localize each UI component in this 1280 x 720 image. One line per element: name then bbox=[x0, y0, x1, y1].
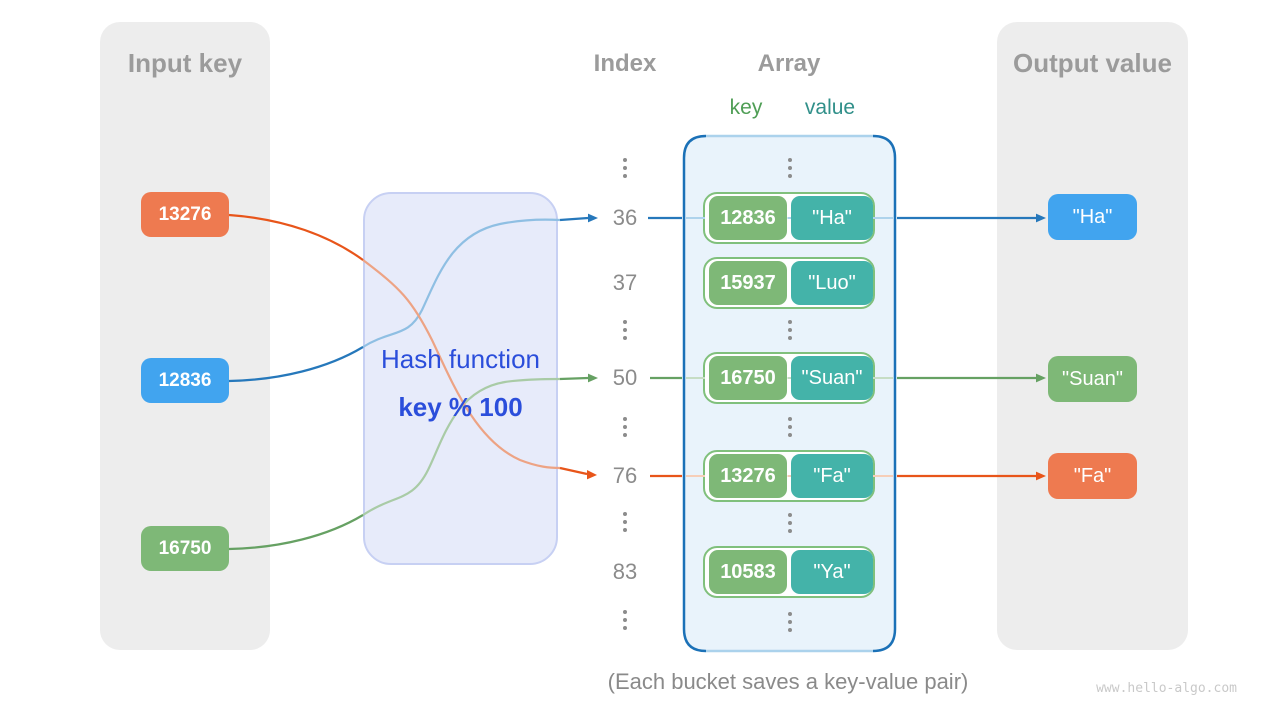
output-value-chip: "Fa" bbox=[1048, 453, 1137, 499]
arrow-hash-to-76 bbox=[559, 466, 588, 476]
input-key-chip: 12836 bbox=[141, 358, 229, 403]
ellipsis-dots bbox=[622, 158, 628, 178]
output-value-panel bbox=[997, 22, 1188, 650]
output-value-chip: "Suan" bbox=[1048, 356, 1137, 402]
hash-function-label: Hash function bbox=[381, 344, 540, 374]
bucket-value: "Suan" bbox=[791, 356, 873, 400]
bucket-value: "Ha" bbox=[791, 196, 873, 240]
bucket-key: 13276 bbox=[709, 454, 787, 498]
ellipsis-dots bbox=[787, 612, 793, 632]
input-key-chip: 13276 bbox=[141, 192, 229, 237]
ellipsis-dots bbox=[622, 512, 628, 532]
bucket-value: "Ya" bbox=[791, 550, 873, 594]
ellipsis-dots bbox=[787, 417, 793, 437]
watermark: www.hello-algo.com bbox=[1096, 681, 1237, 696]
key-column-header: key bbox=[729, 96, 763, 119]
ellipsis-dots bbox=[787, 513, 793, 533]
arrow-hash-to-50 bbox=[559, 376, 589, 381]
ellipsis-dots bbox=[787, 158, 793, 178]
diagram-caption: (Each bucket saves a key-value pair) bbox=[607, 669, 969, 694]
index-label: 36 bbox=[612, 205, 638, 230]
output-value-chip: "Ha" bbox=[1048, 194, 1137, 240]
bucket-key: 16750 bbox=[709, 356, 787, 400]
bucket-key: 12836 bbox=[709, 196, 787, 240]
array-column-header: Array bbox=[757, 50, 821, 77]
index-label: 83 bbox=[612, 559, 638, 584]
output-panel-title: Output value bbox=[1013, 48, 1172, 78]
index-column-header: Index bbox=[593, 50, 657, 77]
index-label: 50 bbox=[612, 365, 638, 390]
bucket-value: "Fa" bbox=[791, 454, 873, 498]
ellipsis-dots bbox=[622, 417, 628, 437]
ellipsis-dots bbox=[787, 320, 793, 340]
ellipsis-dots bbox=[622, 320, 628, 340]
ellipsis-dots bbox=[622, 610, 628, 630]
input-panel-title: Input key bbox=[127, 48, 243, 78]
hash-function-formula: key % 100 bbox=[398, 392, 523, 422]
input-key-chip: 16750 bbox=[141, 526, 229, 571]
bucket-key: 15937 bbox=[709, 261, 787, 305]
bucket-value: "Luo" bbox=[791, 261, 873, 305]
bucket-key: 10583 bbox=[709, 550, 787, 594]
arrow-hash-to-36 bbox=[559, 216, 589, 222]
index-label: 37 bbox=[612, 270, 638, 295]
value-column-header: value bbox=[804, 96, 856, 119]
index-label: 76 bbox=[612, 463, 638, 488]
hash-function-box bbox=[363, 192, 558, 565]
